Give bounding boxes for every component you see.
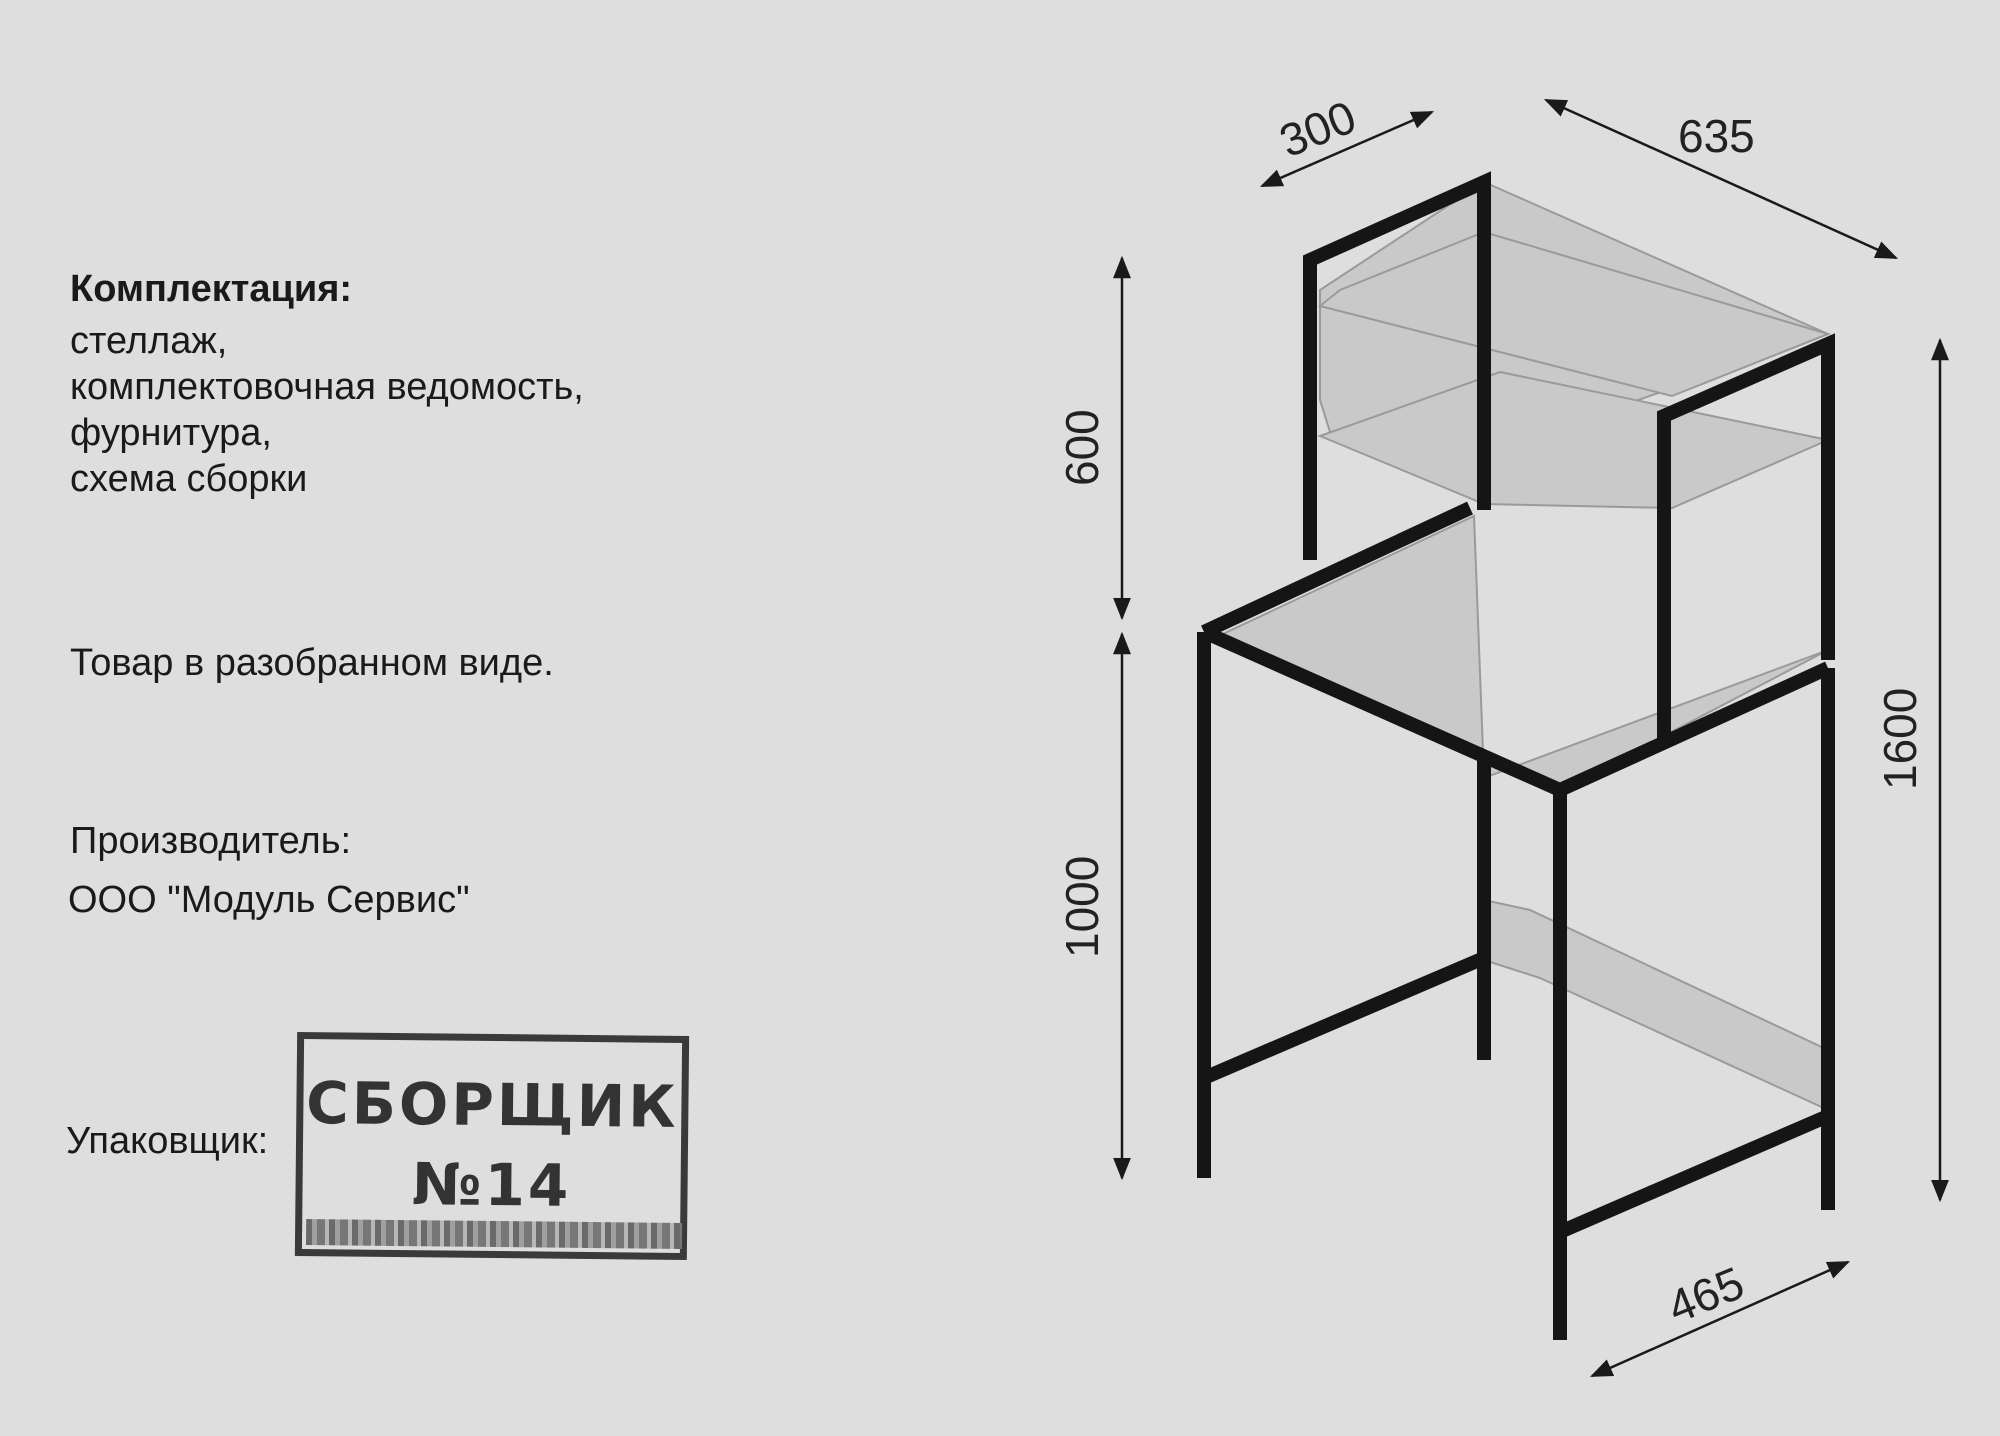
dimension-lines [1113, 98, 1949, 1378]
list-item: фурнитура, [70, 412, 272, 454]
dim-line-width [1543, 98, 1899, 260]
manufacturer-name: ООО "Модуль Сервис" [68, 879, 470, 921]
dim-label-bottom-width: 465 [1660, 1256, 1751, 1333]
dim-line-depth [1259, 110, 1435, 188]
manufacturer-label: Производитель: [70, 820, 352, 862]
dim-label-upper-height: 600 [1056, 409, 1108, 486]
dim-label-total-height: 1600 [1874, 688, 1926, 790]
disassembled-note: Товар в разобранном виде. [70, 642, 554, 684]
completeness-list: стеллаж, комплектовочная ведомость, фурн… [70, 318, 584, 502]
dim-label-depth: 300 [1272, 90, 1363, 167]
desk-top-frame [1201, 501, 1473, 639]
dim-label-lower-height: 1000 [1056, 856, 1108, 958]
frame [1197, 171, 1835, 1340]
dim-line-bottom-width [1589, 1260, 1851, 1378]
completeness-heading: Комплектация: [70, 268, 353, 310]
list-item: схема сборки [70, 458, 308, 500]
upper-shelf-board [1317, 230, 1832, 398]
back-left-upper-frame [1303, 171, 1491, 560]
packer-label: Упаковщик: [66, 1120, 269, 1162]
list-item: комплектовочная ведомость, [70, 366, 584, 408]
list-item: стеллаж, [70, 320, 228, 362]
lower-rail-board [1483, 898, 1829, 1112]
right-side-crossbar [1557, 1109, 1831, 1239]
shelf-boards [1207, 180, 1832, 1112]
right-upper-frame [1657, 333, 1835, 740]
left-side-crossbar [1201, 951, 1487, 1085]
dim-label-width: 635 [1678, 110, 1755, 162]
middle-shelf-board [1317, 370, 1832, 510]
desk-top-board [1207, 514, 1829, 792]
